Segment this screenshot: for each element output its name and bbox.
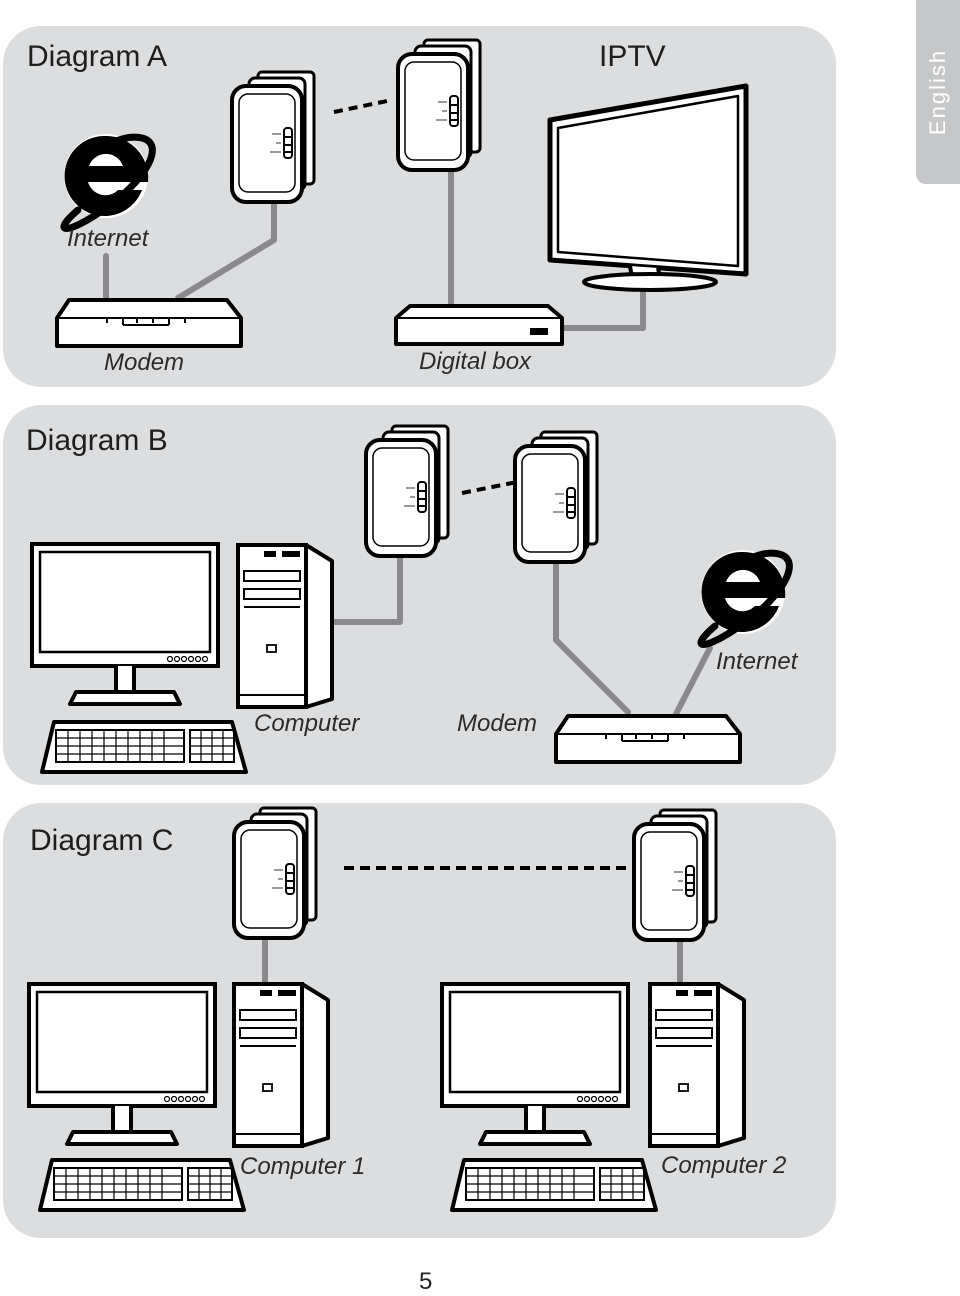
powerline-adapter-icon-b1 <box>364 424 450 558</box>
powerline-adapter-icon-a1 <box>230 70 316 204</box>
diagram-a-title: Diagram A <box>27 40 168 73</box>
tower-pc-icon-c1 <box>232 982 330 1148</box>
computer-2-label: Computer 2 <box>661 1152 787 1179</box>
modem-icon-b <box>554 714 742 764</box>
diagram-b-title: Diagram B <box>26 424 168 457</box>
language-tab[interactable]: English <box>916 0 960 184</box>
internet-e-icon-b <box>701 550 789 645</box>
powerline-adapter-icon-b2 <box>513 430 599 564</box>
computer-label-b: Computer <box>254 710 360 737</box>
computer-1-label: Computer 1 <box>240 1153 366 1180</box>
powerline-adapter-icon-c1 <box>232 806 318 940</box>
monitor-icon-c1 <box>27 982 217 1146</box>
iptv-label: IPTV <box>599 40 666 73</box>
powerline-adapter-icon-a2 <box>396 38 482 172</box>
keyboard-icon-c1 <box>38 1158 246 1212</box>
modem-label-b: Modem <box>457 710 538 737</box>
internet-label-b: Internet <box>716 648 798 675</box>
tower-pc-icon-c2 <box>648 982 746 1148</box>
tv-icon <box>547 83 749 292</box>
modem-icon-a <box>55 298 243 348</box>
monitor-icon-b <box>30 542 220 706</box>
keyboard-icon-b <box>40 720 248 774</box>
digital-box-icon <box>394 304 564 346</box>
monitor-icon-c2 <box>440 982 630 1146</box>
page-number: 5 <box>419 1268 433 1295</box>
keyboard-icon-c2 <box>450 1158 658 1212</box>
internet-e-icon-a <box>64 134 152 229</box>
modem-label-a: Modem <box>104 349 185 376</box>
internet-label-a: Internet <box>67 225 149 252</box>
powerline-adapter-icon-c2 <box>632 808 718 942</box>
diagram-c-title: Diagram C <box>30 824 174 857</box>
tower-pc-icon-b <box>236 543 334 709</box>
digital-box-label: Digital box <box>419 348 532 375</box>
